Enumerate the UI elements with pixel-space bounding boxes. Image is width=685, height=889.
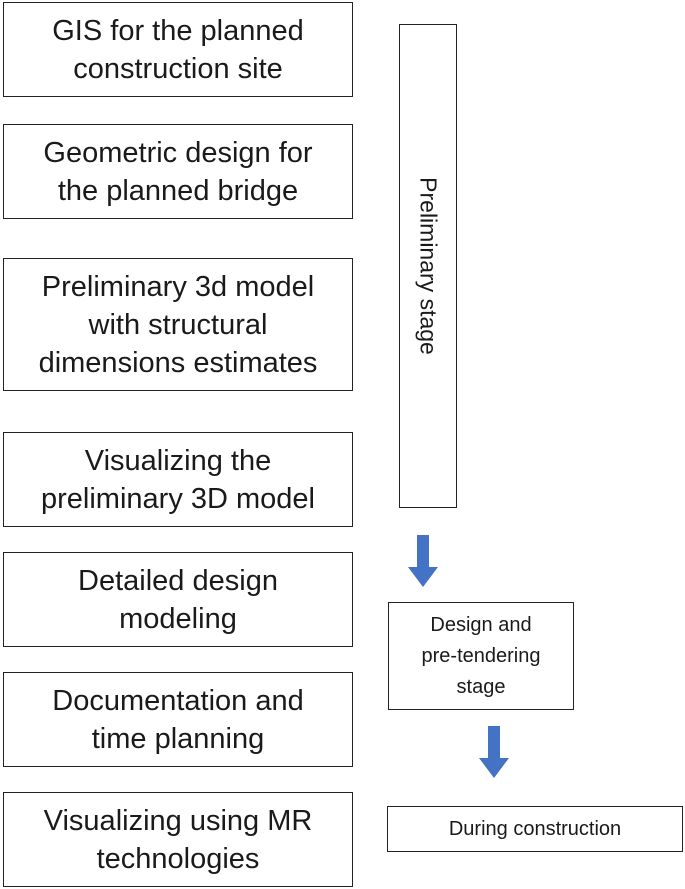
step-visualizing-preliminary-model-label: Visualizing the preliminary 3D model <box>41 444 315 515</box>
down-arrow-icon <box>408 535 438 587</box>
step-detailed-design-label: Detailed design modeling <box>78 564 278 635</box>
step-preliminary-3d-model-label: Preliminary 3d model with structural dim… <box>38 270 318 379</box>
preliminary-stage-box: Preliminary stage <box>399 24 457 508</box>
step-visualizing-mr: Visualizing using MR technologies <box>3 792 353 887</box>
construction-stage-box: During construction <box>387 806 683 852</box>
step-gis-label: GIS for the planned construction site <box>52 14 304 85</box>
step-preliminary-3d-model: Preliminary 3d model with structural dim… <box>3 258 353 391</box>
step-detailed-design: Detailed design modeling <box>3 552 353 647</box>
step-documentation-label: Documentation and time planning <box>52 684 304 755</box>
step-geometric-design-label: Geometric design for the planned bridge <box>43 136 313 207</box>
preliminary-stage-label: Preliminary stage <box>415 177 442 355</box>
design-stage-label: Design and pre-tendering stage <box>421 613 541 698</box>
step-visualizing-mr-label: Visualizing using MR technologies <box>43 804 313 875</box>
step-visualizing-preliminary-model: Visualizing the preliminary 3D model <box>3 432 353 527</box>
step-geometric-design: Geometric design for the planned bridge <box>3 124 353 219</box>
design-stage-box: Design and pre-tendering stage <box>388 602 574 710</box>
step-documentation: Documentation and time planning <box>3 672 353 767</box>
down-arrow-icon <box>479 726 509 778</box>
step-gis: GIS for the planned construction site <box>3 2 353 97</box>
construction-stage-label: During construction <box>448 817 622 840</box>
